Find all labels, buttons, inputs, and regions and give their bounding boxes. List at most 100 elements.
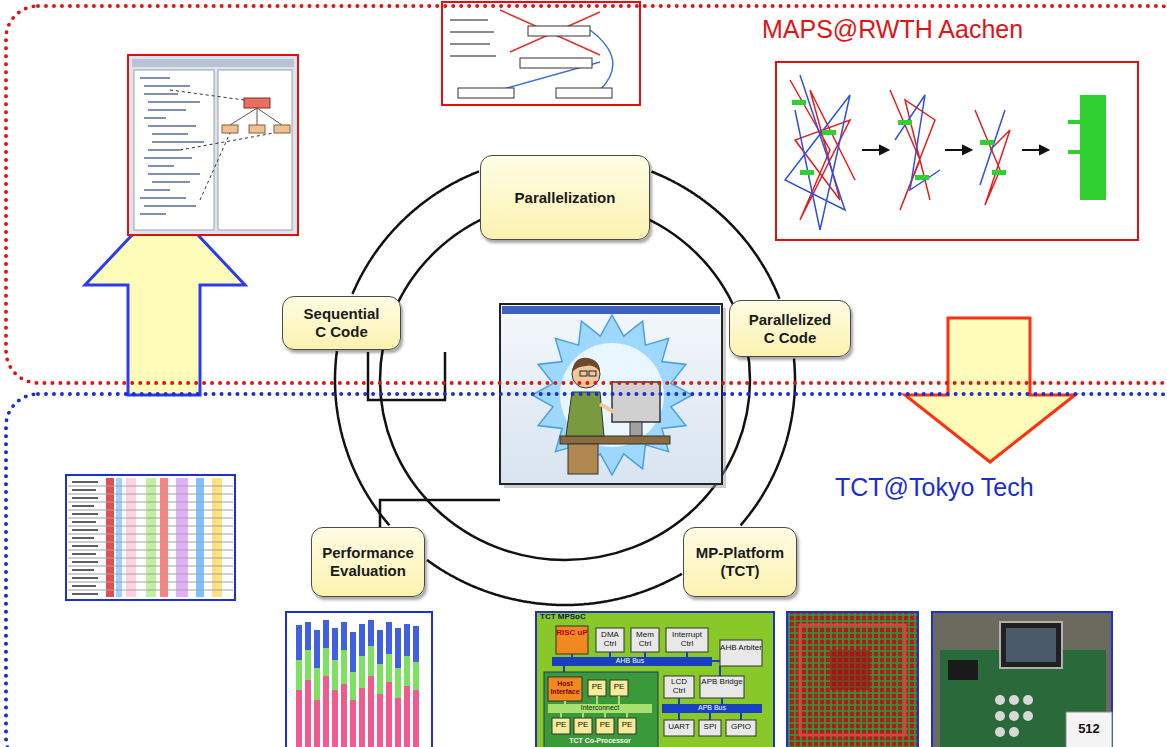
bar-chart-screenshot (296, 690, 302, 747)
mpsoc-block-diagram (610, 680, 628, 696)
bar-chart-screenshot (323, 620, 329, 648)
mpsoc-block-diagram (700, 676, 744, 698)
bar-chart-screenshot (305, 650, 311, 680)
ide-screenshot (230, 108, 282, 125)
developer-illustration (580, 371, 587, 376)
box-label: Sequential C Code (297, 305, 386, 341)
graph-clustering-screenshot (975, 110, 1010, 205)
board-photo (1023, 711, 1033, 721)
cycle-arc (427, 560, 682, 605)
bar-chart-screenshot (350, 672, 356, 700)
graph-clustering-screenshot (1022, 149, 1040, 151)
box-label: Parallelization (515, 189, 616, 207)
trace-table-screenshot (196, 478, 204, 597)
ide-screenshot (170, 90, 274, 200)
block-label: AHB Bus (600, 657, 660, 665)
chip-layout-image (787, 612, 918, 747)
mpsoc-block-diagram (536, 612, 774, 747)
board-photo (1009, 711, 1019, 721)
mpsoc-block-diagram (726, 720, 756, 736)
process-box: Parallelization (480, 155, 650, 240)
mpsoc-block-diagram (552, 657, 712, 666)
bar-chart-screenshot (413, 690, 419, 747)
cycle-arc (353, 171, 479, 294)
mpsoc-block-diagram (664, 676, 694, 698)
mpsoc-block-diagram (699, 720, 721, 736)
ide-screenshot (230, 108, 282, 125)
block-label: RISC uP (556, 629, 588, 638)
bar-chart-screenshot (350, 632, 356, 672)
block-label: LCD Ctrl (664, 678, 694, 695)
region-heading: MAPS@RWTH Aachen (762, 14, 1023, 44)
chip-layout-image (787, 612, 918, 747)
dependency-graph-screenshot (528, 26, 590, 36)
bar-chart-screenshot (332, 690, 338, 747)
dependency-graph-screenshot (520, 58, 592, 68)
trace-table-screenshot (72, 482, 98, 594)
region-band: MAPS@RWTH AachenParallelizationSequentia… (4, 4, 1167, 385)
block-label: Interconnect (548, 704, 652, 712)
trace-table-screenshot (72, 482, 98, 594)
block-label: GPIO (726, 723, 756, 732)
box-label: Parallelized C Code (742, 311, 838, 347)
bar-chart-screenshot (332, 660, 338, 690)
ide-screenshot (222, 125, 238, 133)
trace-table-screenshot (176, 478, 188, 597)
bar-chart-screenshot (404, 624, 410, 656)
graph-clustering-screenshot (1068, 150, 1080, 154)
trace-table-screenshot (116, 478, 122, 597)
inner-ring (380, 200, 750, 560)
region-band: TCT@Tokyo TechPerformance EvaluationMP-P… (4, 392, 1167, 747)
chip-layout-image (830, 650, 870, 690)
board-photo (1000, 622, 1062, 668)
bar-chart-screenshot (377, 664, 383, 694)
bar-chart-screenshot (377, 694, 383, 747)
bar-chart-screenshot (305, 622, 311, 650)
block-label: APB Bridge (700, 678, 744, 687)
board-photo (1023, 695, 1033, 705)
mpsoc-block-diagram (662, 704, 762, 713)
graph-clustering-screenshot (785, 75, 1010, 230)
block-label: Interrupt Ctrl (666, 631, 708, 648)
block-label: APB Bus (662, 704, 762, 712)
box-label: Performance Evaluation (318, 544, 418, 580)
graph-clustering-screenshot (963, 146, 971, 154)
mpsoc-block-diagram (596, 718, 614, 734)
block-label: UART (664, 723, 694, 732)
board-photo (1006, 628, 1056, 662)
bar-chart-screenshot (305, 680, 311, 747)
graph-clustering-screenshot (992, 170, 1006, 175)
bar-chart-screenshot (296, 625, 302, 660)
graph-clustering-screenshot (776, 62, 1138, 240)
trace-table-screenshot (106, 478, 114, 597)
mpsoc-block-diagram (574, 718, 592, 734)
bar-chart-screenshot (404, 686, 410, 747)
graph-clustering-screenshot (822, 130, 836, 135)
link-bracket (380, 500, 500, 527)
graph-clustering-screenshot (785, 75, 850, 230)
graph-clustering-screenshot (890, 90, 935, 210)
dependency-graph-screenshot (500, 10, 613, 90)
ide-screenshot (132, 59, 294, 67)
mpsoc-block-diagram (552, 718, 570, 734)
trace-table-screenshot (160, 478, 168, 597)
block-label: DMA Ctrl (596, 631, 624, 648)
bar-chart-screenshot (286, 612, 432, 747)
developer-illustration (566, 392, 604, 436)
dependency-graph-screenshot (500, 10, 600, 55)
mpsoc-block-diagram (556, 626, 588, 654)
board-photo (1009, 727, 1019, 737)
big-down-arrow (905, 318, 1075, 462)
block-label: PE (552, 721, 570, 730)
graph-clustering-screenshot (792, 95, 1106, 200)
graph-clustering-screenshot (980, 110, 1005, 185)
inner-ring (380, 200, 750, 560)
bar-chart-screenshot (296, 620, 419, 672)
bar-chart-screenshot (286, 612, 432, 747)
block-label: Mem Ctrl (631, 631, 659, 648)
developer-illustration (500, 304, 726, 488)
bar-chart-screenshot (404, 656, 410, 686)
bar-chart-screenshot (341, 622, 347, 650)
process-box: MP-Platform (TCT) (683, 527, 797, 597)
developer-illustration (612, 382, 660, 422)
